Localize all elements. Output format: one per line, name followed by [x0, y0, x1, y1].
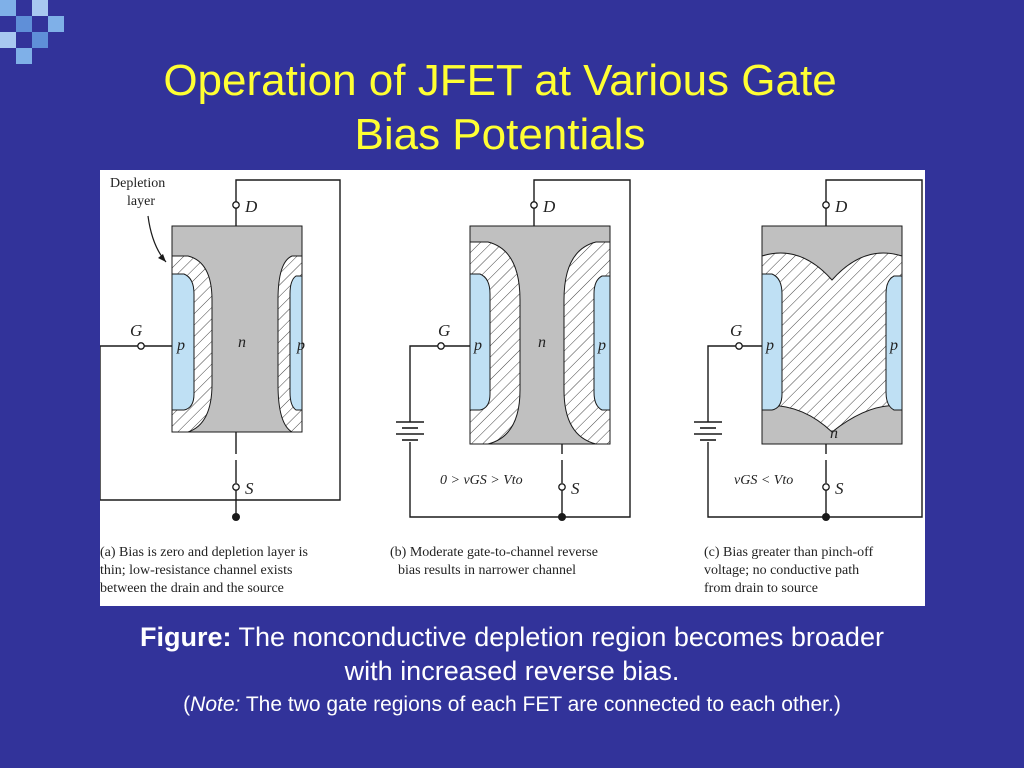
- panel-c-drain-terminal: [822, 201, 830, 209]
- depletion-callout-line-1: Depletion: [110, 176, 165, 191]
- corner-decoration: [0, 0, 64, 64]
- panel-c-gate-label: G: [730, 321, 742, 340]
- panel-a-gate-label: G: [130, 321, 142, 340]
- panel-b-source-terminal: [558, 483, 566, 491]
- panel-a-right-p-region: [289, 275, 303, 411]
- panel-b-right-p-region: [593, 275, 611, 411]
- panel-b-left-p-label: p: [473, 337, 482, 354]
- caption-line-2: with increased reverse bias.: [344, 656, 680, 686]
- panel-b-gate-terminal: [437, 342, 445, 350]
- panel-c-source-terminal: [822, 483, 830, 491]
- jfet-figure: D G S p n p Depletion layer (a) Bias is …: [100, 170, 925, 606]
- panel-c-battery: [694, 421, 722, 441]
- panel-c-caption-line-2: voltage; no conductive path: [704, 563, 859, 578]
- panel-a-drain-terminal: [232, 201, 240, 209]
- panel-a-wires: [100, 179, 341, 501]
- panel-a-caption-line-2: thin; low-resistance channel exists: [100, 563, 292, 578]
- panel-c: D G S p n p vGS < Vto (c) Bias greater t…: [694, 179, 923, 596]
- caption-line-1: Figure: The nonconductive depletion regi…: [0, 620, 1024, 654]
- panel-b: D G S p n p 0 > vGS > Vto (b) Moderate g…: [390, 179, 631, 578]
- panel-c-n-label: n: [830, 425, 838, 442]
- panel-a-source-terminal: [232, 483, 240, 491]
- panel-b-wires: [409, 179, 631, 518]
- panel-c-right-p-region: [885, 275, 903, 411]
- panel-a-left-p-region: [171, 273, 195, 411]
- panel-a-right-p-label: p: [296, 337, 305, 354]
- figure-caption: Figure: The nonconductive depletion regi…: [0, 620, 1024, 722]
- caption-figure-text: The nonconductive depletion region becom…: [238, 622, 884, 652]
- panel-a-left-p-label: p: [176, 337, 185, 354]
- slide-title: Operation of JFET at Various Gate Bias P…: [0, 54, 1000, 162]
- panel-a: D G S p n p Depletion layer (a) Bias is …: [100, 176, 341, 596]
- depletion-callout-line-2: layer: [127, 194, 155, 209]
- caption-note: (Note: The two gate regions of each FET …: [0, 688, 1024, 722]
- panel-a-gate-terminal: [137, 342, 145, 350]
- panel-c-caption-line-3: from drain to source: [704, 581, 818, 596]
- depletion-callout-arrowhead: [158, 254, 166, 262]
- panel-c-right-p-label: p: [889, 337, 898, 354]
- panel-b-caption-line-2: bias results in narrower channel: [398, 563, 576, 578]
- panel-a-source-label: S: [245, 479, 254, 498]
- panel-a-caption-line-3: between the drain and the source: [100, 581, 284, 596]
- panel-b-battery: [396, 421, 424, 441]
- caption-note-text: The two gate regions of each FET are con…: [245, 693, 841, 716]
- panel-c-wires: [707, 179, 923, 518]
- panel-a-n-label: n: [238, 334, 246, 351]
- panel-c-left-p-label: p: [765, 337, 774, 354]
- caption-note-label: Note:: [190, 693, 241, 716]
- panel-b-n-label: n: [538, 334, 546, 351]
- title-line-1: Operation of JFET at Various Gate: [163, 56, 837, 105]
- panel-b-bias-label: 0 > vGS > Vto: [440, 473, 523, 488]
- panel-b-right-p-label: p: [597, 337, 606, 354]
- panel-b-caption-line-1: (b) Moderate gate-to-channel reverse: [390, 545, 598, 560]
- panel-b-gate-label: G: [438, 321, 450, 340]
- panel-b-junction-dot: [558, 513, 566, 521]
- panel-c-gate-terminal: [735, 342, 743, 350]
- panel-b-left-p-region: [469, 273, 491, 411]
- panel-c-merged-depletion: [761, 252, 903, 433]
- panel-c-bias-label: vGS < Vto: [734, 473, 793, 488]
- jfet-diagram: D G S p n p Depletion layer (a) Bias is …: [100, 176, 923, 596]
- title-line-2: Bias Potentials: [354, 110, 646, 159]
- panel-c-caption-line-1: (c) Bias greater than pinch-off: [704, 545, 874, 560]
- caption-figure-label: Figure:: [140, 622, 232, 652]
- panel-c-drain-label: D: [834, 197, 848, 216]
- panel-c-left-p-region: [761, 273, 783, 411]
- panel-a-caption-line-1: (a) Bias is zero and depletion layer is: [100, 545, 308, 560]
- panel-c-junction-dot: [822, 513, 830, 521]
- panel-c-source-label: S: [835, 479, 844, 498]
- panel-a-drain-label: D: [244, 197, 258, 216]
- panel-b-drain-terminal: [530, 201, 538, 209]
- panel-b-source-label: S: [571, 479, 580, 498]
- caption-note-open: (: [183, 693, 191, 716]
- panel-b-drain-label: D: [542, 197, 556, 216]
